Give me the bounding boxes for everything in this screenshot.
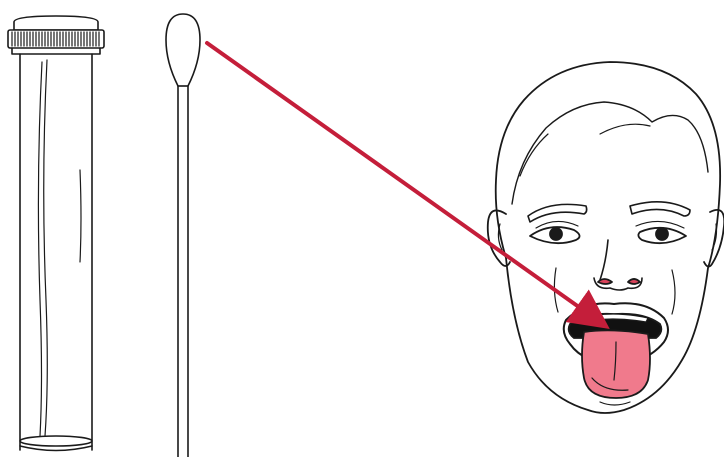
face-with-open-mouth-icon [488, 62, 724, 413]
hair-strand [520, 124, 650, 176]
tube-reflection [38, 60, 47, 436]
swab-head [166, 14, 200, 86]
sample-tube-with-cap-icon [8, 16, 104, 451]
tube-body [20, 54, 92, 450]
right-eyebrow [630, 202, 690, 216]
right-nostril [628, 279, 640, 284]
cheek-line-right [672, 270, 675, 314]
left-eyebrow [528, 204, 587, 222]
left-nostril [598, 279, 612, 284]
right-pupil [656, 228, 668, 240]
tongue [582, 330, 650, 398]
tube-cap-top [14, 16, 98, 30]
swab-stick [178, 86, 188, 457]
tube-cap-lip [12, 48, 100, 54]
left-pupil [550, 228, 562, 240]
chin-line [600, 402, 630, 405]
tube-reflection-side [80, 170, 81, 262]
tube-bottom-rim [20, 436, 92, 446]
hairline [512, 102, 708, 204]
cotton-swab-icon [166, 14, 200, 457]
